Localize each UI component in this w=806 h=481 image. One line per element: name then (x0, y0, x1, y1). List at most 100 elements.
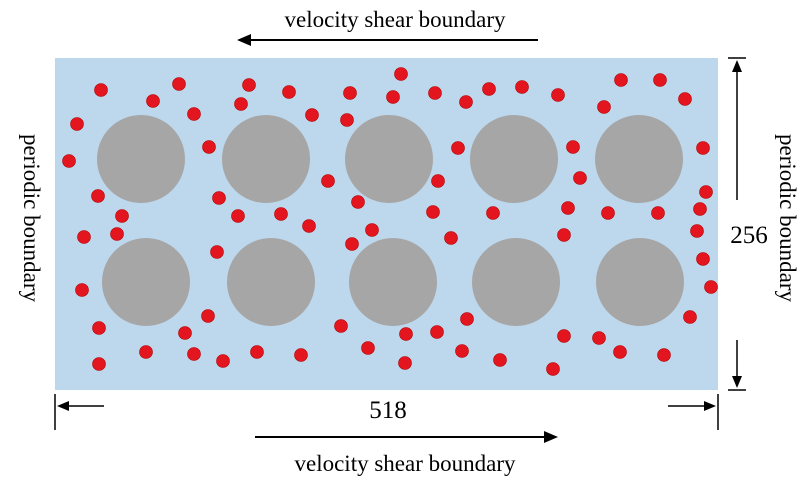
fluid-domain (55, 58, 718, 390)
particle (592, 331, 606, 345)
particle (210, 245, 224, 259)
obstacle-cylinder (596, 238, 684, 326)
particle (444, 231, 458, 245)
particle (398, 356, 412, 370)
particle (693, 202, 707, 216)
particle (613, 345, 627, 359)
particle (351, 195, 365, 209)
particle (696, 252, 710, 266)
particle (305, 108, 319, 122)
particle (704, 280, 718, 294)
particle (653, 73, 667, 87)
particle (486, 206, 500, 220)
obstacle-cylinder (97, 115, 185, 203)
particle (110, 227, 124, 241)
top-boundary-label: velocity shear boundary (285, 7, 506, 32)
particle (361, 341, 375, 355)
particle (231, 209, 245, 223)
particle (321, 174, 335, 188)
particle (515, 80, 529, 94)
particle (557, 228, 571, 242)
particle (216, 354, 230, 368)
particle (696, 141, 710, 155)
obstacle-cylinder (102, 238, 190, 326)
particle (557, 329, 571, 343)
particle (201, 309, 215, 323)
particle (92, 357, 106, 371)
particle (187, 107, 201, 121)
particle (561, 201, 575, 215)
particle (430, 325, 444, 339)
obstacle-cylinder (470, 115, 558, 203)
particle (566, 140, 580, 154)
particle (493, 353, 507, 367)
particle (460, 312, 474, 326)
particle (683, 310, 697, 324)
particle (614, 73, 628, 87)
particle (334, 319, 348, 333)
particle (546, 362, 560, 376)
height-label: 256 (730, 222, 768, 249)
particle (482, 82, 496, 96)
particle (340, 113, 354, 127)
particle (139, 345, 153, 359)
particle (451, 141, 465, 155)
obstacle-cylinder (345, 115, 433, 203)
particle (459, 95, 473, 109)
particle (386, 90, 400, 104)
width-dimension (54, 394, 719, 430)
particle (573, 171, 587, 185)
particle (365, 223, 379, 237)
left-boundary-label: periodic boundary (19, 134, 44, 302)
particle (699, 185, 713, 199)
particle (94, 83, 108, 97)
particle (187, 347, 201, 361)
height-dimension (728, 57, 746, 391)
particle (282, 85, 296, 99)
particle (343, 86, 357, 100)
obstacle-group (97, 115, 684, 326)
particle (597, 100, 611, 114)
particle (242, 78, 256, 92)
particle (115, 209, 129, 223)
particle (302, 219, 316, 233)
particle (399, 327, 413, 341)
obstacle-cylinder (227, 238, 315, 326)
obstacle-cylinder (595, 115, 683, 203)
arrow-right-icon (255, 431, 558, 443)
particle (345, 237, 359, 251)
particle (234, 97, 248, 111)
particle (250, 345, 264, 359)
particle (601, 206, 615, 220)
width-label: 518 (369, 397, 407, 424)
particle (62, 154, 76, 168)
particle (431, 174, 445, 188)
particle (455, 344, 469, 358)
particle (690, 224, 704, 238)
particle (146, 94, 160, 108)
particle (551, 88, 565, 102)
particle (274, 207, 288, 221)
arrow-left-icon (237, 34, 538, 46)
particle (70, 117, 84, 131)
particle (394, 67, 408, 81)
particle (75, 283, 89, 297)
particle (212, 191, 226, 205)
particle (294, 348, 308, 362)
right-boundary-label: periodic boundary (775, 134, 800, 302)
particle-group (62, 67, 718, 376)
bottom-boundary-label: velocity shear boundary (295, 451, 516, 476)
particle (651, 206, 665, 220)
obstacle-cylinder (472, 238, 560, 326)
particle (77, 230, 91, 244)
particle (92, 321, 106, 335)
particle (172, 77, 186, 91)
particle (91, 189, 105, 203)
obstacle-cylinder (349, 238, 437, 326)
particle (428, 86, 442, 100)
particle (426, 205, 440, 219)
obstacle-cylinder (222, 115, 310, 203)
particle (178, 326, 192, 340)
particle (657, 348, 671, 362)
